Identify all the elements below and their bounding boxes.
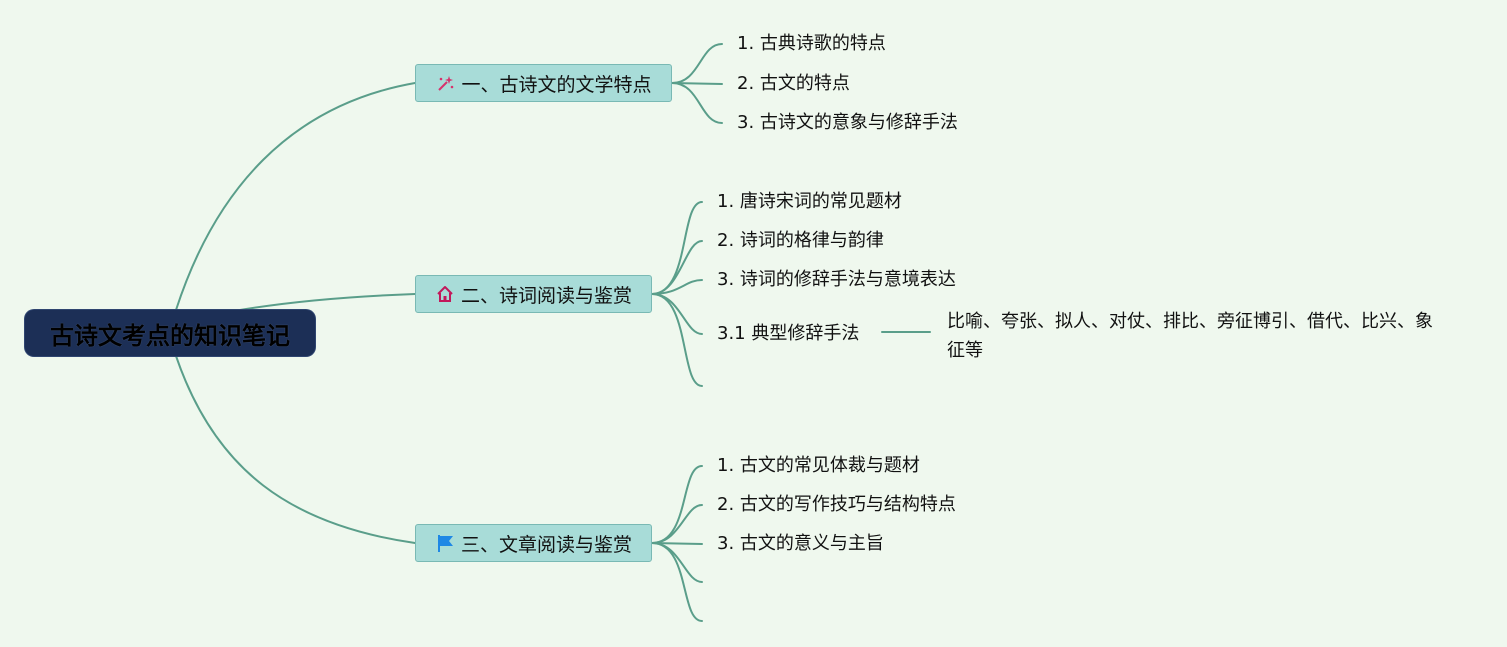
leaf-2-2[interactable]: 2. 诗词的格律与韵律 <box>717 230 884 251</box>
home-icon <box>435 284 455 304</box>
link-root-branch-1 <box>175 82 416 311</box>
leaf-3-1[interactable]: 1. 古文的常见体裁与题材 <box>717 455 920 476</box>
link-root-branch-3 <box>175 355 416 544</box>
branch-node-2[interactable]: 二、诗词阅读与鉴赏 <box>415 275 652 313</box>
leaf-3-3[interactable]: 3. 古文的意义与主旨 <box>717 533 884 554</box>
branch-node-3[interactable]: 三、文章阅读与鉴赏 <box>415 524 652 562</box>
link-b2-c3 <box>651 279 703 295</box>
leaf-2-3[interactable]: 3. 诗词的修辞手法与意境表达 <box>717 269 956 290</box>
link-b3-c1 <box>651 465 703 544</box>
leaf-1-2[interactable]: 2. 古文的特点 <box>737 73 850 94</box>
link-root-branch-2 <box>239 293 416 311</box>
link-b1-c3 <box>671 82 723 124</box>
branch-label-1: 一、古诗文的文学特点 <box>461 73 652 96</box>
link-b1-c2 <box>671 82 723 85</box>
branch-node-1[interactable]: 一、古诗文的文学特点 <box>415 64 672 102</box>
leaf-3-2[interactable]: 2. 古文的写作技巧与结构特点 <box>717 494 956 515</box>
rhetoric-note[interactable]: 比喻、夸张、拟人、对仗、排比、旁征博引、借代、比兴、象征等 <box>947 311 1433 361</box>
leaf-2-1[interactable]: 1. 唐诗宋词的常见题材 <box>717 191 902 212</box>
leaf-1-1[interactable]: 1. 古典诗歌的特点 <box>737 33 886 54</box>
link-b2-c5 <box>651 293 703 387</box>
link-b2-c4 <box>651 293 703 335</box>
link-b2-c2 <box>651 240 703 295</box>
link-b1-c1 <box>671 43 723 84</box>
branch-label-2: 二、诗词阅读与鉴赏 <box>460 284 632 307</box>
flag-icon <box>435 533 455 553</box>
root-title: 古诗文考点的知识笔记 <box>50 321 290 350</box>
magic-wand-icon <box>435 73 455 93</box>
root-node[interactable]: 古诗文考点的知识笔记 <box>25 310 315 356</box>
branch-label-3: 三、文章阅读与鉴赏 <box>460 533 632 556</box>
leaf-2-4[interactable]: 3.1 典型修辞手法 <box>717 323 860 344</box>
link-b3-c2 <box>651 504 703 544</box>
link-b3-c5 <box>651 542 703 622</box>
leaf-1-3[interactable]: 3. 古诗文的意象与修辞手法 <box>737 112 958 133</box>
link-b3-c3 <box>651 542 703 545</box>
